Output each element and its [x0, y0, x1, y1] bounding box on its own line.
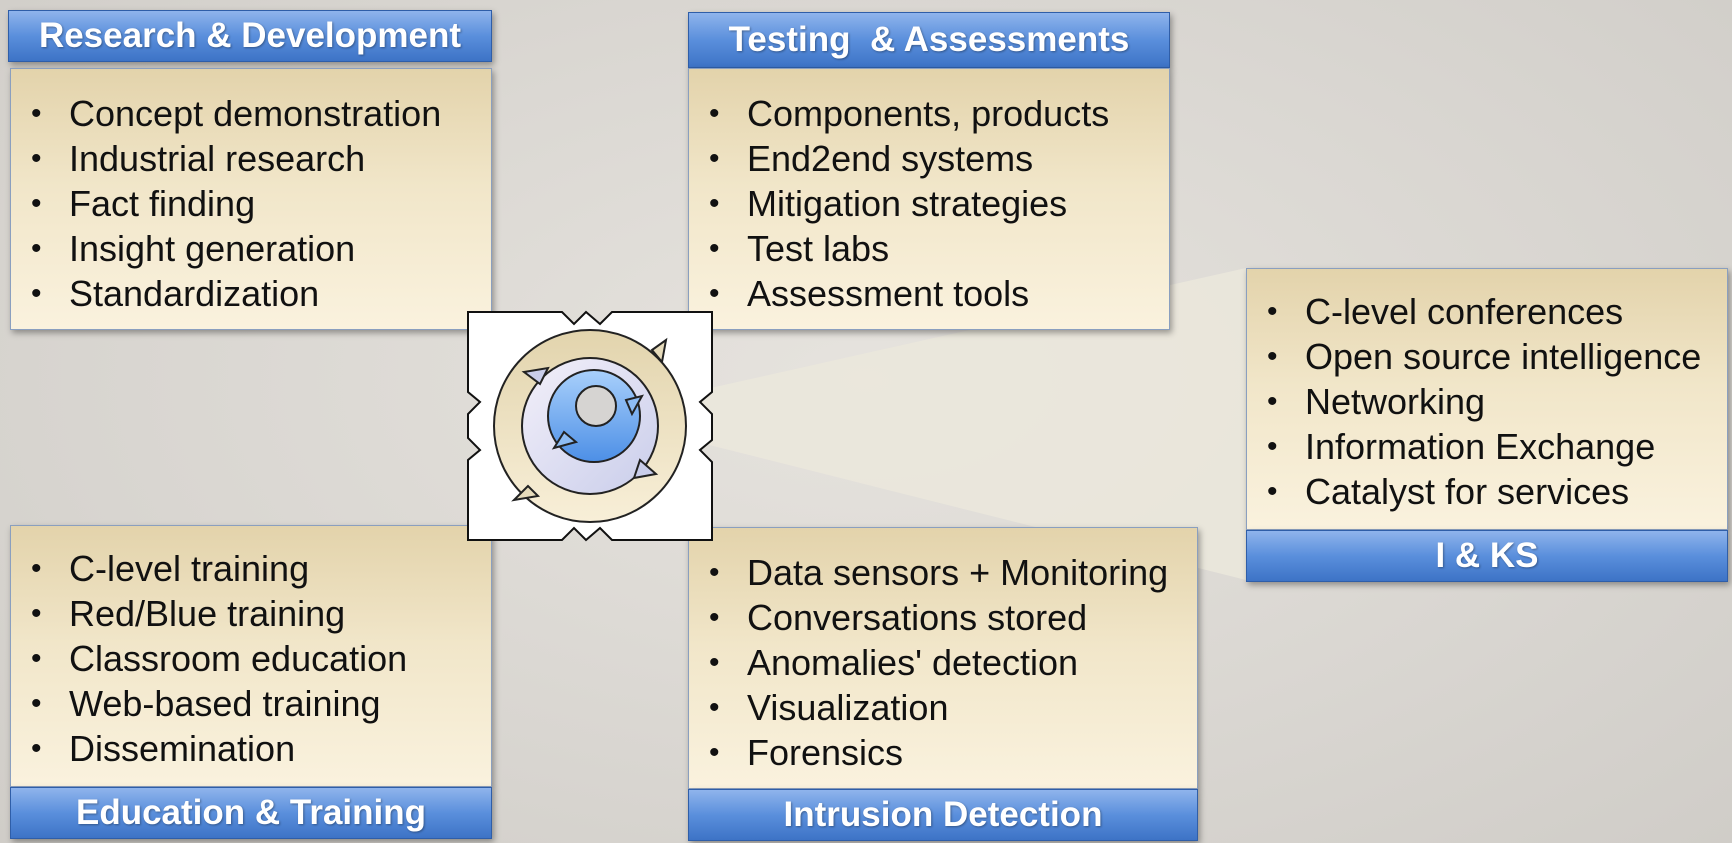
- list-item: Classroom education: [11, 636, 491, 681]
- iks-header: I & KS: [1246, 530, 1728, 582]
- list-item: End2end systems: [689, 136, 1169, 181]
- list-item: Data sensors + Monitoring: [689, 550, 1197, 595]
- list-item: C-level training: [11, 546, 491, 591]
- list-item: C-level conferences: [1247, 289, 1727, 334]
- list-item: Information Exchange: [1247, 424, 1727, 469]
- rd-list: Concept demonstration Industrial researc…: [11, 91, 491, 316]
- list-item: Standardization: [11, 271, 491, 316]
- ta-title: Testing & Assessments: [728, 20, 1130, 59]
- et-header: Education & Training: [10, 787, 492, 839]
- list-item: Assessment tools: [689, 271, 1169, 316]
- list-item: Conversations stored: [689, 595, 1197, 640]
- id-title: Intrusion Detection: [783, 795, 1103, 834]
- ta-panel: Components, products End2end systems Mit…: [688, 68, 1170, 330]
- list-item: Insight generation: [11, 226, 491, 271]
- iks-panel: C-level conferences Open source intellig…: [1246, 268, 1728, 530]
- list-item: Open source intelligence: [1247, 334, 1727, 379]
- list-item: Forensics: [689, 730, 1197, 775]
- list-item: Test labs: [689, 226, 1169, 271]
- id-panel: Data sensors + Monitoring Conversations …: [688, 527, 1198, 789]
- list-item: Red/Blue training: [11, 591, 491, 636]
- list-item: Industrial research: [11, 136, 491, 181]
- list-item: Concept demonstration: [11, 91, 491, 136]
- rd-panel: Concept demonstration Industrial researc…: [10, 68, 492, 330]
- id-header: Intrusion Detection: [688, 789, 1198, 841]
- list-item: Catalyst for services: [1247, 469, 1727, 514]
- list-item: Mitigation strategies: [689, 181, 1169, 226]
- list-item: Networking: [1247, 379, 1727, 424]
- list-item: Dissemination: [11, 726, 491, 771]
- list-item: Web-based training: [11, 681, 491, 726]
- circular-arrows-cycle-icon: [467, 310, 713, 542]
- et-panel: C-level training Red/Blue training Class…: [10, 525, 492, 787]
- iks-list: C-level conferences Open source intellig…: [1247, 289, 1727, 514]
- rd-title: Research & Development: [38, 16, 462, 55]
- ta-list: Components, products End2end systems Mit…: [689, 91, 1169, 316]
- et-title: Education & Training: [75, 793, 427, 832]
- list-item: Fact finding: [11, 181, 491, 226]
- id-list: Data sensors + Monitoring Conversations …: [689, 550, 1197, 775]
- et-list: C-level training Red/Blue training Class…: [11, 546, 491, 771]
- rd-header: Research & Development: [8, 10, 492, 62]
- list-item: Components, products: [689, 91, 1169, 136]
- list-item: Visualization: [689, 685, 1197, 730]
- iks-title: I & KS: [1435, 536, 1539, 575]
- list-item: Anomalies' detection: [689, 640, 1197, 685]
- ta-header: Testing & Assessments: [688, 12, 1170, 68]
